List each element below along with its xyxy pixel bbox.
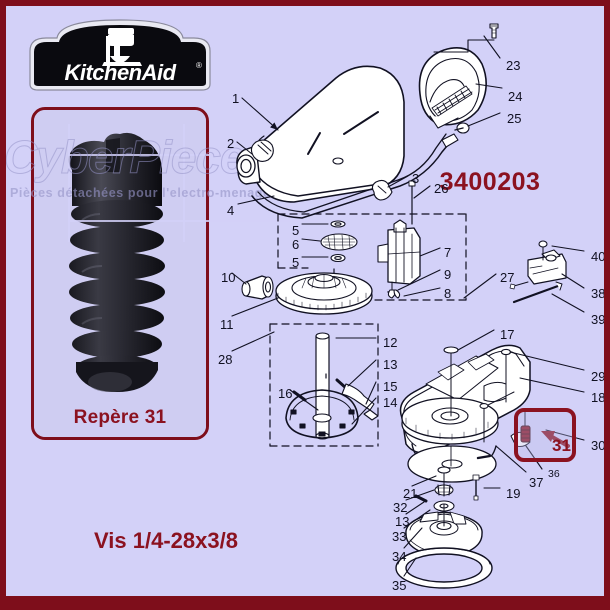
callout-number: 8 bbox=[444, 286, 452, 301]
callout-number: 24 bbox=[508, 89, 523, 104]
callout-number: 36 bbox=[548, 468, 560, 480]
diagram-canvas: KitchenAid ® bbox=[6, 6, 604, 596]
ring-part-35 bbox=[395, 547, 493, 589]
callout-number: 13 bbox=[383, 357, 398, 372]
part-photo bbox=[34, 110, 206, 437]
pin-part-19 bbox=[472, 474, 480, 501]
callout-number: 9 bbox=[444, 267, 452, 282]
callout-number: 23 bbox=[506, 58, 521, 73]
screw-spec-label: Vis 1/4-28x3/8 bbox=[94, 528, 238, 553]
logo-trademark: ® bbox=[196, 61, 202, 70]
bushing-part-10 bbox=[241, 275, 274, 300]
callout-number: 21 bbox=[403, 486, 418, 501]
callout-number: 40 bbox=[591, 249, 604, 264]
base-housing-part-18 bbox=[399, 344, 531, 483]
photo-caption: Repère 31 bbox=[73, 407, 167, 428]
callout-number: 17 bbox=[500, 327, 515, 342]
callout-number: 33 bbox=[392, 529, 407, 544]
ring-part-14 bbox=[285, 389, 359, 439]
screw-part-40 bbox=[538, 240, 548, 261]
rod-part-39 bbox=[512, 281, 563, 304]
exploded-diagram bbox=[231, 23, 585, 589]
logo-wordmark: KitchenAid bbox=[64, 60, 176, 85]
gear-part-11 bbox=[275, 272, 373, 315]
callout-number: 34 bbox=[392, 549, 407, 564]
callout-number: 7 bbox=[444, 245, 452, 260]
part-number: 3400203 bbox=[439, 168, 541, 196]
callout-number: 30 bbox=[591, 438, 604, 453]
clip-part-3 bbox=[371, 179, 393, 201]
callout-number: 10 bbox=[221, 270, 236, 285]
red-arrow-icon bbox=[541, 431, 570, 448]
gear-part-6 bbox=[320, 233, 358, 251]
callout-number: 35 bbox=[392, 578, 407, 593]
callout-number: 15 bbox=[383, 379, 398, 394]
motor-housing-part-1 bbox=[236, 65, 459, 219]
callout-number: 26 bbox=[434, 181, 449, 196]
washer-part-5a bbox=[330, 220, 346, 228]
callout-number: 5 bbox=[292, 223, 300, 238]
switch-assembly-part-38 bbox=[527, 249, 567, 285]
callout-number: 32 bbox=[393, 500, 408, 515]
pin-part-25 bbox=[454, 122, 470, 134]
kitchenaid-logo: KitchenAid ® bbox=[24, 18, 216, 92]
callout-number: 28 bbox=[218, 352, 233, 367]
callout-number: 3 bbox=[412, 171, 420, 186]
kitchenaid-logo-svg: KitchenAid ® bbox=[29, 19, 211, 91]
callout-number: 18 bbox=[591, 390, 604, 405]
gearbox-part-7 bbox=[377, 219, 421, 293]
callout-number: 5 bbox=[292, 255, 300, 270]
screw-part-23 bbox=[433, 23, 499, 53]
callout-number: 19 bbox=[506, 486, 521, 501]
callout-number: 1 bbox=[232, 91, 240, 106]
callout-number: 14 bbox=[383, 395, 398, 410]
callout-number: 27 bbox=[500, 270, 515, 285]
stand-mixer-icon bbox=[102, 28, 142, 66]
screws-part-29 bbox=[479, 348, 512, 443]
dashed-group-beater bbox=[269, 323, 379, 447]
shaft-part-12 bbox=[315, 332, 330, 440]
callout-number: 13 bbox=[395, 514, 410, 529]
spring-part-32 bbox=[434, 483, 454, 497]
callout-number: 2 bbox=[227, 136, 235, 151]
highlight-label-31: 31 bbox=[552, 436, 571, 455]
wire-part-38b bbox=[509, 281, 529, 290]
washer-part-5b bbox=[330, 253, 346, 263]
callout-number: 25 bbox=[507, 111, 522, 126]
knob-part-2 bbox=[250, 139, 274, 163]
pin-part-26 bbox=[408, 180, 416, 225]
callout-number: 4 bbox=[227, 203, 235, 218]
callout-number: 38 bbox=[591, 286, 604, 301]
bottom-stack bbox=[395, 466, 493, 589]
callout-number: 12 bbox=[383, 335, 398, 350]
callout-number: 39 bbox=[591, 312, 604, 327]
callout-number: 11 bbox=[220, 317, 234, 332]
bowl-assembly-part-24 bbox=[418, 47, 487, 129]
clip-part-37 bbox=[476, 454, 492, 460]
part-photo-card: Repère 31 bbox=[31, 107, 209, 440]
screw-part-31 bbox=[520, 410, 531, 443]
callout-number: 16 bbox=[278, 386, 293, 401]
callout-number: 37 bbox=[529, 475, 544, 490]
planetary-part-34 bbox=[405, 503, 483, 559]
clip-part-8 bbox=[387, 289, 401, 299]
callout-number: 6 bbox=[292, 237, 300, 252]
highlight-box-31 bbox=[514, 408, 576, 462]
callout-number: 29 bbox=[591, 369, 604, 384]
